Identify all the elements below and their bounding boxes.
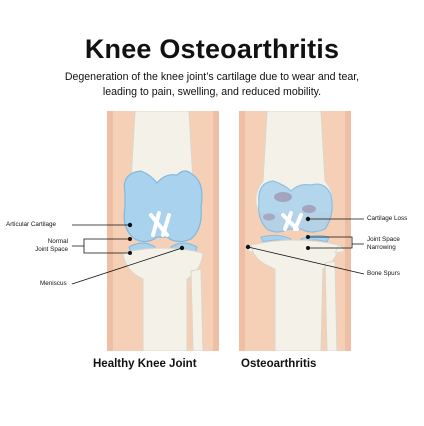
oa-damage-3 — [263, 213, 275, 221]
label-narrowing-line1: Joint Space — [367, 236, 400, 243]
label-normal-line1: Normal — [47, 238, 68, 245]
page-subtitle: Degeneration of the knee joint’s cartila… — [20, 70, 404, 100]
healthy-knee-illustration — [107, 111, 219, 351]
label-cartilage-loss: Cartilage Loss — [367, 215, 408, 222]
healthy-skin-edge-right — [213, 111, 219, 351]
healthy-ligaments — [149, 211, 171, 237]
oa-damage-1 — [274, 192, 292, 202]
healthy-knee-svg — [107, 111, 219, 351]
page-title: Knee Osteoarthritis — [84, 34, 340, 64]
label-narrowing-line2: Narrowing — [367, 244, 396, 251]
label-articular-cartilage: Articular Cartilage — [6, 221, 57, 228]
oa-ligaments — [281, 211, 303, 231]
osteoarthritis-knee-illustration — [239, 111, 351, 351]
label-normal-line2: Joint Space — [35, 246, 68, 253]
oa-damage-2 — [302, 205, 316, 213]
healthy-skin-edge-left — [107, 111, 113, 351]
label-meniscus: Meniscus — [40, 280, 67, 287]
label-normal-joint-space: Normal Joint Space — [26, 238, 68, 254]
healthy-articular-cartilage — [123, 170, 203, 243]
oa-fibula — [324, 260, 338, 351]
healthy-fibula — [190, 268, 204, 351]
caption-healthy-knee: Healthy Knee Joint — [93, 358, 197, 370]
subtitle-line-1: Degeneration of the knee joint’s cartila… — [64, 71, 360, 83]
subtitle-line-2: leading to pain, swelling, and reduced m… — [102, 86, 322, 98]
label-joint-space-narrowing: Joint Space Narrowing — [367, 236, 400, 252]
caption-osteoarthritis: Osteoarthritis — [241, 358, 317, 370]
osteoarthritis-knee-svg — [239, 111, 351, 351]
oa-skin-edge-right — [345, 111, 351, 351]
label-bone-spurs: Bone Spurs — [367, 270, 400, 277]
oa-skin-edge-left — [239, 111, 245, 351]
